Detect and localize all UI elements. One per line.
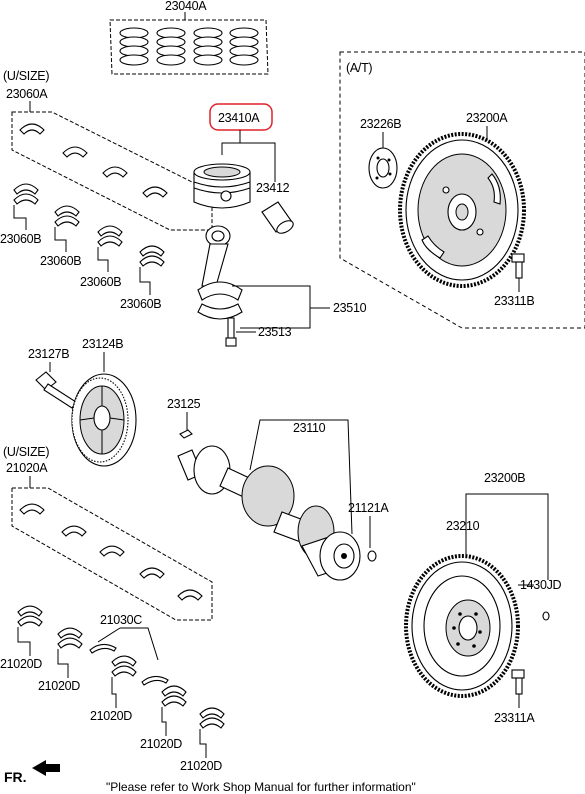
label-23124B: 23124B: [82, 337, 123, 351]
thrust-washer[interactable]: [89, 643, 169, 686]
label-23127B: 23127B: [28, 347, 69, 361]
label-23060B-4: 23060B: [120, 297, 161, 311]
label-23412: 23412: [256, 181, 290, 195]
label-23060A: 23060A: [6, 87, 48, 101]
label-23060B-3: 23060B: [80, 275, 121, 289]
drive-plate[interactable]: [398, 132, 526, 288]
label-1430JD: 1430JD: [520, 578, 562, 592]
label-23210: 23210: [446, 519, 480, 533]
bearing-23060B-group[interactable]: [13, 183, 165, 295]
highlight-box: [209, 103, 273, 131]
label-23060B-2: 23060B: [40, 254, 81, 268]
label-23510: 23510: [333, 301, 367, 315]
front-indicator: FR.: [4, 769, 27, 785]
label-23311A: 23311A: [494, 711, 535, 725]
flywheel-dowel[interactable]: [542, 611, 550, 621]
key[interactable]: [179, 429, 193, 439]
piston[interactable]: [193, 163, 251, 209]
label-23200A: 23200A: [466, 111, 508, 125]
flywheel-bolt[interactable]: [511, 669, 525, 695]
label-21020D-5: 21020D: [180, 759, 222, 773]
crank-plug[interactable]: [367, 550, 377, 562]
pulley-bolt[interactable]: [35, 371, 77, 409]
label-23125: 23125: [167, 397, 201, 411]
main-bearing-set[interactable]: [11, 487, 213, 621]
crankshaft[interactable]: [177, 445, 361, 581]
label-usize-upper: (U/SIZE): [3, 69, 49, 83]
label-21020A: 21020A: [6, 461, 48, 475]
label-21121A: 21121A: [348, 501, 389, 515]
label-23040A: 23040A: [165, 0, 207, 13]
label-23410A[interactable]: 23410A: [218, 111, 261, 125]
at-group-box: [339, 51, 585, 329]
flywheel[interactable]: [404, 554, 520, 698]
label-21030C: 21030C: [100, 613, 142, 627]
bearing-shell: [19, 123, 168, 198]
label-21020D-1: 21020D: [0, 657, 42, 671]
front-arrow-icon: [32, 760, 60, 776]
footer-note: "Please refer to Work Shop Manual for fu…: [106, 780, 416, 794]
label-23060B-1: 23060B: [0, 232, 41, 246]
main-bearing-21020D-group[interactable]: [17, 605, 225, 758]
drive-plate-bolt[interactable]: [511, 253, 525, 279]
label-23513: 23513: [258, 325, 292, 339]
label-at: (A/T): [346, 61, 372, 75]
upper-bearing-set[interactable]: [11, 111, 213, 231]
label-23311B: 23311B: [494, 294, 534, 308]
label-21020D-2: 21020D: [38, 679, 80, 693]
drive-plate-adapter[interactable]: [368, 147, 398, 189]
label-21020D-3: 21020D: [90, 709, 132, 723]
label-23226B: 23226B: [360, 117, 401, 131]
piston-ring-set[interactable]: [109, 12, 269, 75]
piston-pin[interactable]: [261, 201, 295, 236]
connecting-rod[interactable]: [197, 225, 243, 320]
conrod-bolt[interactable]: [225, 317, 237, 347]
label-23110: 23110: [293, 421, 326, 435]
label-usize-main: (U/SIZE): [3, 445, 49, 459]
label-23200B: 23200B: [484, 471, 525, 485]
label-21020D-4: 21020D: [140, 737, 182, 751]
damper-pulley[interactable]: [71, 373, 137, 467]
